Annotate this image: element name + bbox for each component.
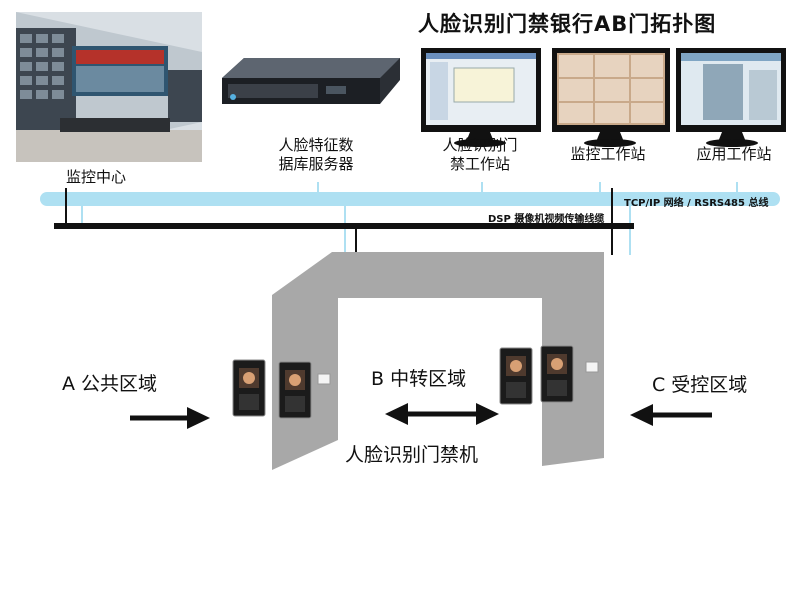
face-db-server-label-line1: 人脸特征数 <box>278 136 354 154</box>
network-bus <box>40 182 780 255</box>
diagram-title: 人脸识别门禁银行AB门拓扑图 <box>418 12 717 36</box>
enroll-station-label-line2: 禁工作站 <box>449 155 510 173</box>
app-station-monitor <box>676 48 786 147</box>
ab-door-frame <box>272 252 604 470</box>
enroll-monitor <box>421 48 541 147</box>
face-db-server-label-line2: 据库服务器 <box>278 155 354 173</box>
zone-a-label: A 公共区域 <box>62 373 158 395</box>
monitor-station-label: 监控工作站 <box>570 145 646 163</box>
camera-bus-label: DSP 摄像机视频传输线缆 <box>488 214 605 225</box>
face-db-server-label: 人脸特征数 据库服务器 <box>268 136 364 174</box>
enroll-station-label: 人脸识别门 禁工作站 <box>434 136 526 174</box>
zone-b-label: B 中转区域 <box>371 368 467 390</box>
face-device-1 <box>232 359 266 417</box>
app-station-label: 应用工作站 <box>696 145 772 163</box>
card-reader-2 <box>585 361 599 373</box>
monitor-station-monitor <box>552 48 670 147</box>
face-device-2 <box>278 361 312 419</box>
arrow-a-to-b <box>130 407 210 429</box>
face-device-label: 人脸识别门禁机 <box>345 444 479 466</box>
monitor-center-photo <box>16 12 202 162</box>
monitor-center-label: 监控中心 <box>66 168 127 186</box>
camera-bus <box>54 188 634 255</box>
arrow-c-to-b <box>630 404 712 426</box>
zone-c-label: C 受控区域 <box>652 374 748 396</box>
arrow-b-bidirectional <box>385 403 499 425</box>
face-device-4 <box>540 345 574 403</box>
card-reader-1 <box>317 373 331 385</box>
rack-server <box>222 58 400 104</box>
enroll-station-label-line1: 人脸识别门 <box>442 136 518 154</box>
network-bus-label: TCP/IP 网络 / RSRS485 总线 <box>624 198 769 209</box>
face-device-3 <box>499 347 533 405</box>
